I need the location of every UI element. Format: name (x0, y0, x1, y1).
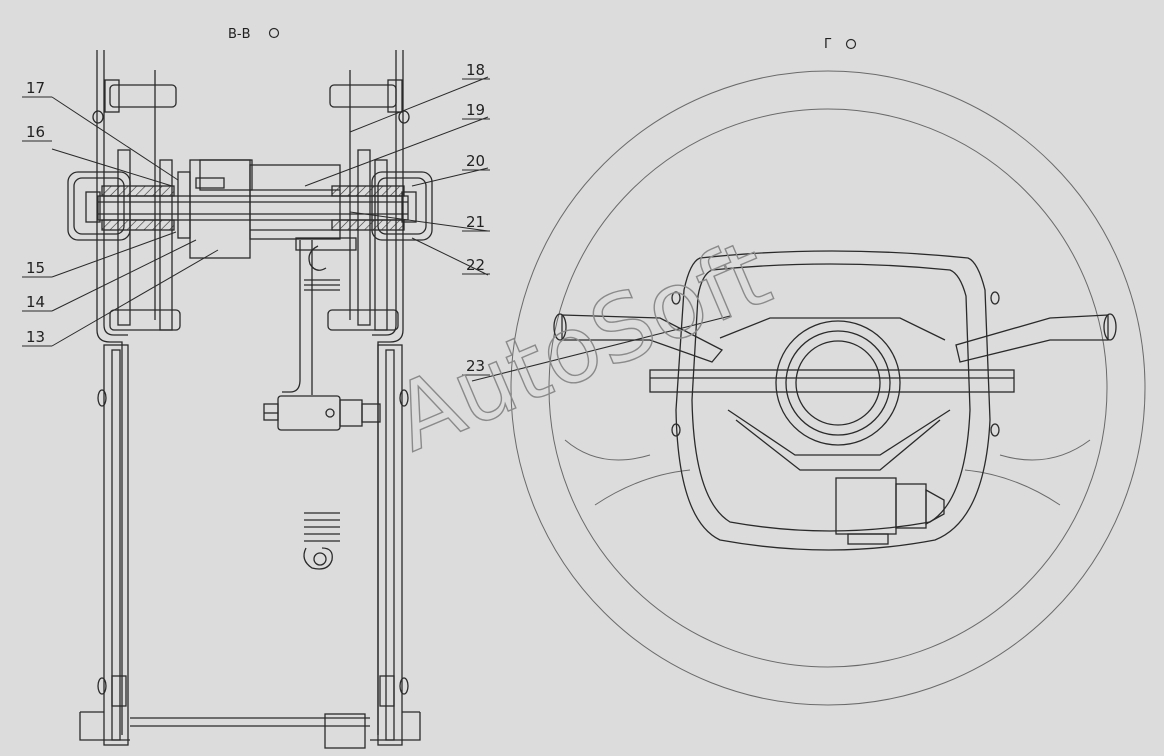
callout-13: 13 (26, 328, 45, 346)
callout-14: 14 (26, 293, 45, 311)
right-view-title-text: Г (824, 37, 832, 52)
callout-underlines (22, 78, 490, 376)
view-marker-icon (845, 38, 857, 50)
left-view-title-text: В-В (228, 27, 251, 42)
leader-lines (51, 76, 731, 382)
left-view-title: В-В (228, 27, 280, 42)
left-assembly-view (67, 50, 433, 749)
callout-15: 15 (26, 259, 45, 277)
steering-wheel-view (510, 70, 1146, 706)
callout-18: 18 (466, 61, 485, 79)
callout-22: 22 (466, 256, 485, 274)
right-view-title: Г (824, 37, 857, 52)
callout-20: 20 (466, 152, 485, 170)
callout-21: 21 (466, 213, 485, 231)
callout-17: 17 (26, 79, 45, 97)
callout-16: 16 (26, 123, 45, 141)
callout-23: 23 (466, 357, 485, 375)
callout-19: 19 (466, 101, 485, 119)
callouts: 17 16 15 14 13 18 19 20 21 22 23 (26, 61, 485, 375)
view-marker-icon (268, 27, 280, 39)
